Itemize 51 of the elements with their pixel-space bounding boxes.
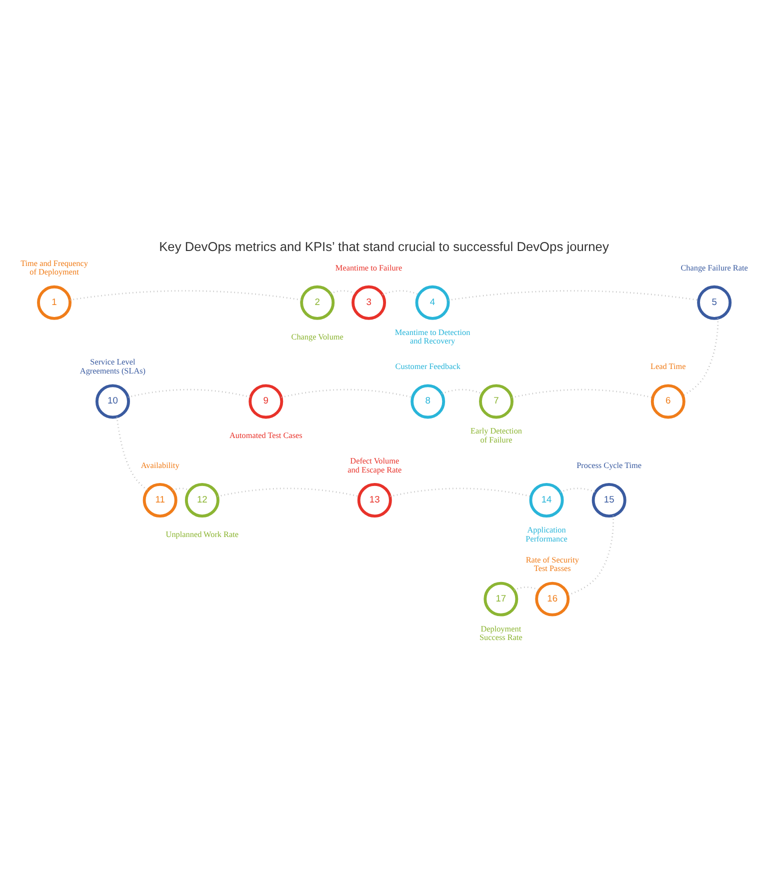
node-label: Lead Time: [650, 362, 686, 372]
node-label: Defect Volume and Escape Rate: [348, 456, 402, 474]
node-label: Rate of Security Test Passes: [526, 555, 579, 574]
connector: [390, 488, 532, 498]
node-label: Deployment Success Rate: [479, 624, 522, 642]
connector: [116, 416, 148, 491]
node-circle: 7: [479, 384, 514, 419]
connector: [217, 488, 360, 498]
node-circle: 4: [415, 285, 450, 320]
node-label: Early Detection of Failure: [470, 426, 522, 444]
node-label: Process Cycle Time: [576, 460, 642, 470]
connector: [382, 290, 420, 296]
connector: [281, 388, 413, 398]
node-label: Change Volume: [291, 332, 344, 342]
node-circle: 16: [535, 582, 570, 616]
node-circle: 8: [410, 384, 446, 419]
connector: [682, 318, 719, 396]
connector: [441, 388, 483, 394]
connector: [560, 488, 596, 493]
node-circle: 12: [184, 483, 220, 518]
node-label: Service Level Agreements (SLAs): [80, 358, 146, 376]
connector: [172, 488, 190, 492]
connector: [70, 290, 302, 301]
node-circle: 1: [37, 285, 72, 320]
node-circle: 14: [529, 483, 564, 518]
connector: [514, 586, 540, 591]
node-circle: 9: [248, 384, 284, 419]
node-circle: 5: [697, 285, 732, 320]
node-circle: 6: [650, 384, 686, 419]
connector: [512, 388, 653, 398]
node-label: Meantime to Failure: [335, 263, 402, 272]
node-circle: 10: [95, 384, 130, 419]
node-circle: 15: [592, 483, 626, 518]
node-circle: 2: [300, 285, 335, 320]
node-circle: 13: [357, 483, 392, 518]
connector: [128, 388, 251, 398]
node-label: Meantime to Detection and Recovery: [394, 328, 470, 346]
node-label: Customer Feedback: [395, 362, 460, 372]
connector: [567, 516, 614, 596]
node-circle: 17: [484, 582, 518, 616]
node-label: Time and Frequency of Deployment: [20, 258, 88, 277]
diagram-title: Key DevOps metrics and KPIs’ that stand crucial to successful DevOps journey: [159, 238, 609, 254]
node-label: Availability: [140, 460, 180, 470]
connector: [448, 290, 699, 301]
node-label: Automated Test Cases: [229, 431, 302, 440]
node-label: Unplanned Work Rate: [166, 530, 239, 539]
node-circle: 11: [142, 483, 178, 518]
connector: [330, 290, 356, 294]
node-circle: 3: [352, 285, 386, 320]
node-label: Application Performance: [526, 526, 568, 544]
node-label: Change Failure Rate: [680, 263, 748, 272]
